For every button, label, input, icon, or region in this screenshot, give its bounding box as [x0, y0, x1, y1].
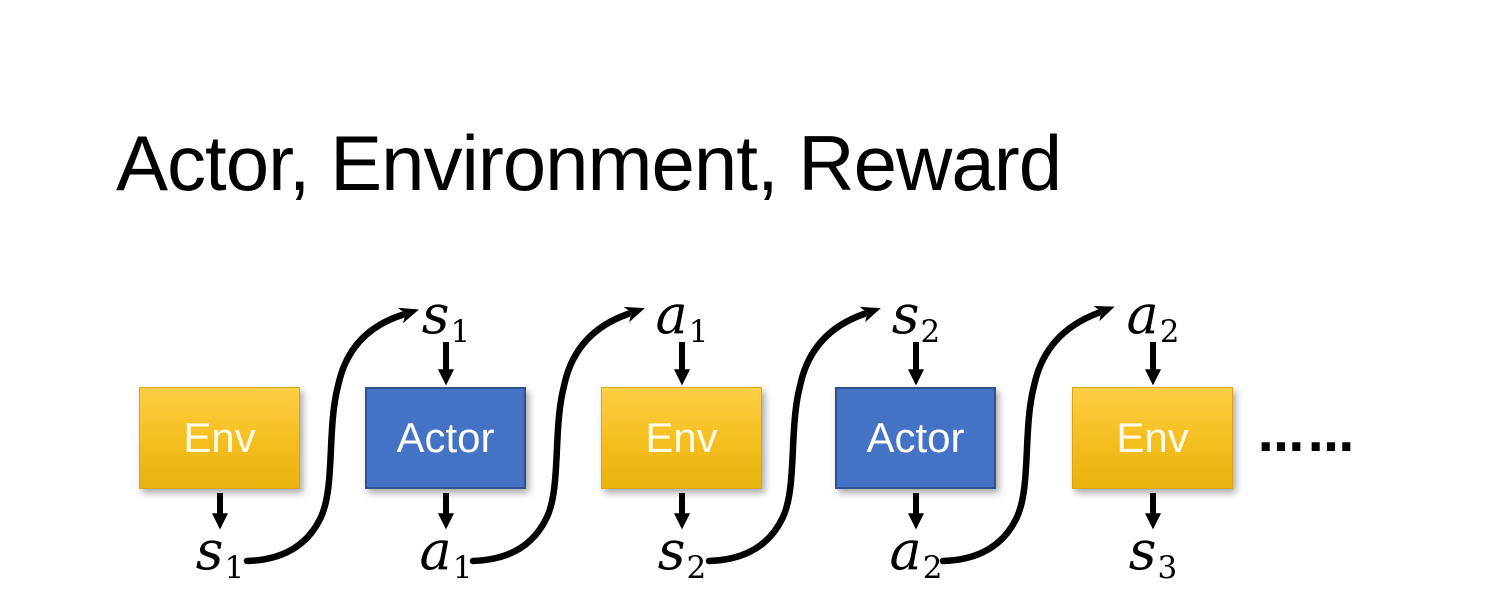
env-box-2: Env	[601, 387, 762, 489]
continuation-ellipsis: ……	[1258, 408, 1358, 462]
label-bottom-a2-base: a	[889, 519, 922, 582]
label-bottom-s1: s1	[170, 524, 270, 584]
env-box-3: Env	[1072, 387, 1233, 489]
label-top-s1-sub: 1	[450, 314, 471, 350]
env-box-1-label: Env	[183, 414, 256, 461]
actor-box-1-label: Actor	[396, 414, 495, 461]
env-box-3-label: Env	[1116, 414, 1189, 461]
label-bottom-s2: s2	[632, 524, 732, 584]
label-top-a2-sub: 2	[1159, 314, 1180, 350]
label-top-a2: a2	[1103, 288, 1203, 348]
label-bottom-s3-base: s	[1128, 519, 1157, 582]
label-top-a1-base: a	[655, 283, 688, 346]
label-top-a2-base: a	[1126, 283, 1159, 346]
slide-title: Actor, Environment, Reward	[116, 119, 1062, 207]
label-top-s2-base: s	[891, 283, 920, 346]
label-bottom-a2-sub: 2	[922, 550, 943, 586]
label-top-a1-sub: 1	[688, 314, 709, 350]
label-bottom-s1-sub: 1	[224, 550, 245, 586]
label-bottom-s3: s3	[1103, 524, 1203, 584]
env-box-2-label: Env	[645, 414, 718, 461]
label-bottom-s3-sub: 3	[1157, 550, 1178, 586]
actor-box-1: Actor	[365, 387, 526, 489]
label-bottom-a1-sub: 1	[452, 550, 473, 586]
label-top-s2-sub: 2	[920, 314, 941, 350]
label-bottom-a2: a2	[866, 524, 966, 584]
label-bottom-s2-base: s	[657, 519, 686, 582]
label-bottom-a1: a1	[396, 524, 496, 584]
label-top-s1-base: s	[421, 283, 450, 346]
label-bottom-s2-sub: 2	[686, 550, 707, 586]
label-bottom-s1-base: s	[195, 519, 224, 582]
actor-box-2: Actor	[835, 387, 996, 489]
actor-box-2-label: Actor	[866, 414, 965, 461]
env-box-1: Env	[139, 387, 300, 489]
label-top-a1: a1	[632, 288, 732, 348]
label-top-s2: s2	[866, 288, 966, 348]
label-bottom-a1-base: a	[419, 519, 452, 582]
label-top-s1: s1	[396, 288, 496, 348]
